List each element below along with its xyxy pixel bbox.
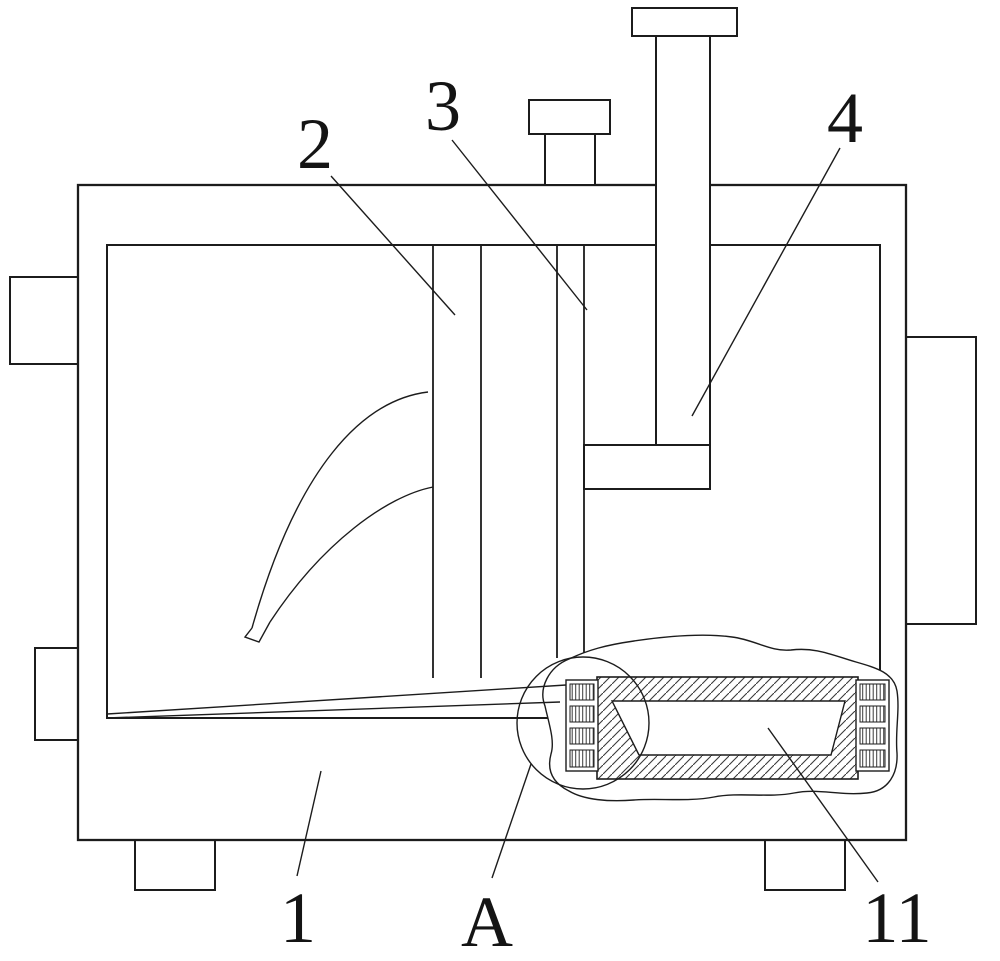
roller-bearing-right: [855, 679, 890, 772]
bearing-left-segment: [569, 727, 595, 745]
roller-assembly: [565, 676, 890, 780]
bearing-right-segment: [859, 749, 886, 768]
detail-circle-A: [516, 656, 650, 790]
deflector-inner-curve: [269, 486, 434, 623]
part-label-4: 4: [827, 78, 863, 158]
top-port-cap: [528, 99, 611, 135]
top-port-stem: [544, 133, 596, 186]
piston-block: [583, 444, 711, 490]
deflector-tip: [243, 621, 271, 643]
leader-line-part-3: [451, 139, 588, 311]
bearing-left-segment: [569, 705, 595, 723]
right-flange: [905, 336, 977, 625]
roller-inner-cavity: [610, 700, 846, 756]
leader-line-part-11: [767, 727, 879, 883]
foot-right: [764, 839, 846, 891]
detail-label-A: A: [461, 882, 513, 961]
bearing-right-segment: [859, 727, 886, 745]
leader-line-detail-A: [491, 763, 532, 879]
hopper-floor: [106, 684, 567, 719]
partition-plates: [432, 245, 585, 678]
hopper-floor-top-line: [106, 684, 567, 715]
mounting-flanges: [9, 276, 977, 891]
foot-left: [134, 839, 216, 891]
bearing-right-segment: [859, 705, 886, 723]
part-label-2: 2: [297, 104, 333, 184]
leader-line-part-2: [330, 175, 456, 316]
curved-deflector: [243, 391, 434, 643]
piston-rod-assembly: [583, 7, 738, 490]
piston-rod: [655, 35, 711, 446]
leader-line-part-4: [691, 147, 841, 417]
leader-line-part-1: [296, 770, 322, 877]
part-label-1: 1: [280, 878, 316, 958]
left-flange-upper: [9, 276, 79, 365]
left-flange-lower: [34, 647, 79, 741]
reference-labels: 2 3 4 1 A 11: [280, 66, 932, 961]
top-port: [528, 99, 611, 186]
hopper-floor-bottom-line: [106, 701, 561, 719]
part-label-3: 3: [425, 66, 461, 146]
inner-chamber: [106, 244, 881, 719]
bearing-left-segment: [569, 683, 595, 701]
leader-lines: [296, 139, 879, 883]
bearing-right-segment: [859, 683, 886, 701]
piston-rod-cap: [631, 7, 738, 37]
part-label-11: 11: [862, 878, 931, 958]
bearing-left-segment: [569, 749, 595, 768]
roller-bearing-left: [565, 679, 599, 772]
deflector-outer-curve: [251, 391, 429, 629]
